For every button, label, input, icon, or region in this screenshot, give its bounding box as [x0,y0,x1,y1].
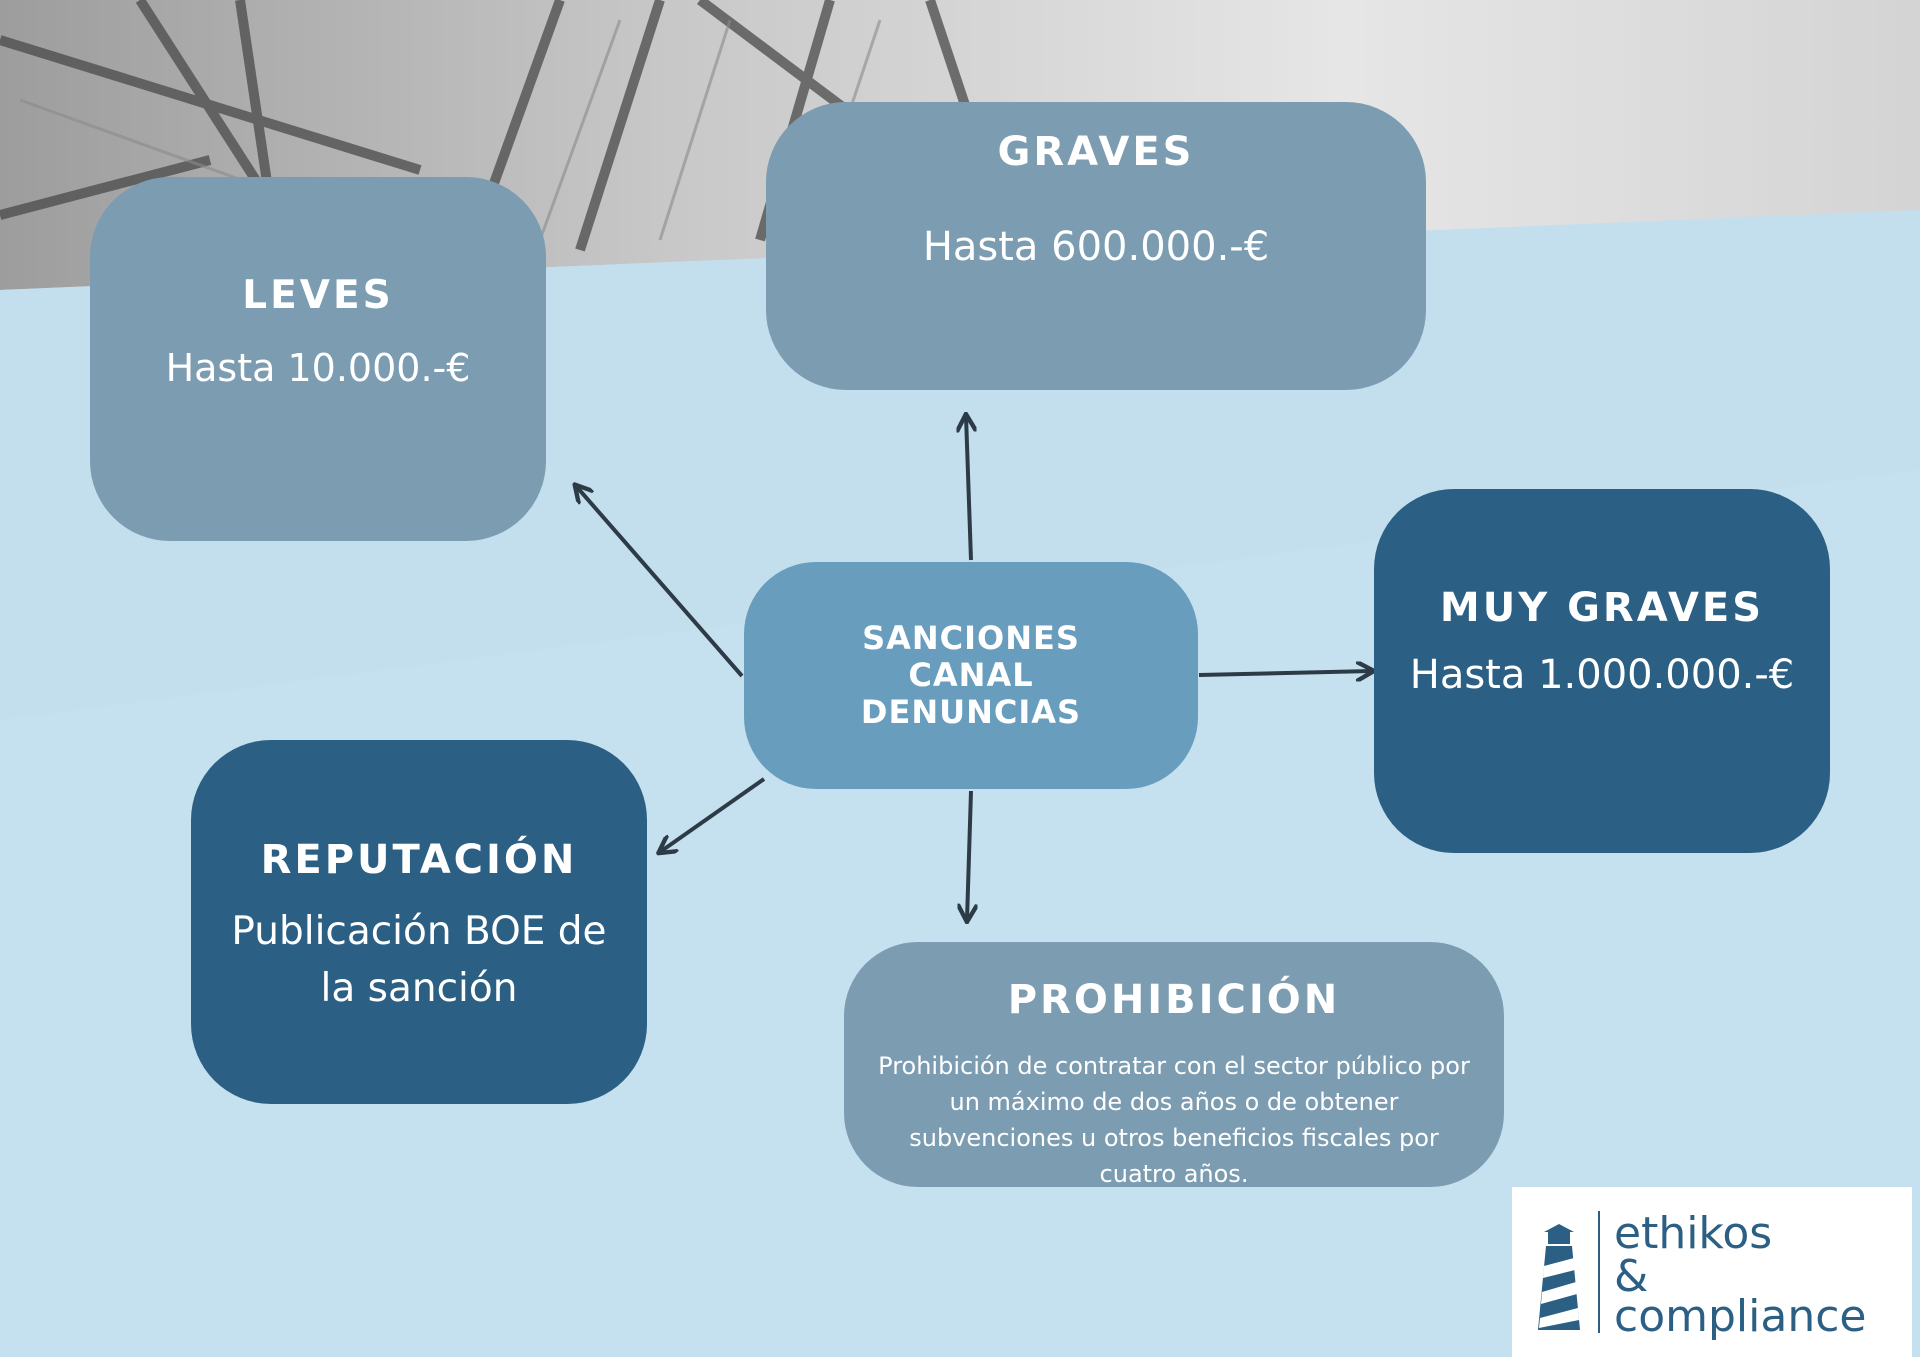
prohibicion-box: PROHIBICIÓN Prohibición de contratar con… [844,942,1504,1188]
prohibicion-description: Prohibición de contratar con el sector p… [878,1052,1470,1188]
muy-graves-box: MUY GRAVES Hasta 1.000.000.-€ [1374,489,1830,853]
muy-graves-title: MUY GRAVES [1439,585,1765,631]
leves-box: LEVES Hasta 10.000.-€ [90,177,546,541]
logo-divider [1598,1211,1600,1333]
arrow-to-reputacion [660,777,766,852]
reputacion-title: REPUTACIÓN [260,837,578,883]
leves-title: LEVES [242,273,394,318]
arrow-to-leves [576,486,744,678]
center-title: SANCIONES CANAL DENUNCIAS [860,619,1082,731]
sanciones-center-box: SANCIONES CANAL DENUNCIAS [744,562,1198,789]
reputacion-description: Publicación BOE de la sanción [231,909,607,1011]
arrow-to-muy-graves [1198,671,1372,675]
logo-text-ampersand: & [1614,1251,1649,1302]
reputacion-box: REPUTACIÓN Publicación BOE de la sanción [191,740,647,1104]
graves-amount: Hasta 600.000.-€ [922,224,1270,270]
graves-title: GRAVES [997,129,1195,175]
logo-text-compliance: compliance [1614,1291,1867,1342]
lighthouse-icon [1538,1224,1580,1330]
leves-amount: Hasta 10.000.-€ [165,345,471,390]
muy-graves-amount: Hasta 1.000.000.-€ [1409,652,1795,698]
ethikos-compliance-logo: ethikos & compliance [1512,1187,1912,1357]
graves-box: GRAVES Hasta 600.000.-€ [766,102,1426,390]
arrow-to-prohibicion [967,790,971,920]
arrow-to-graves [966,416,971,561]
logo-text-ethikos: ethikos [1614,1208,1773,1259]
prohibicion-title: PROHIBICIÓN [1007,977,1341,1023]
